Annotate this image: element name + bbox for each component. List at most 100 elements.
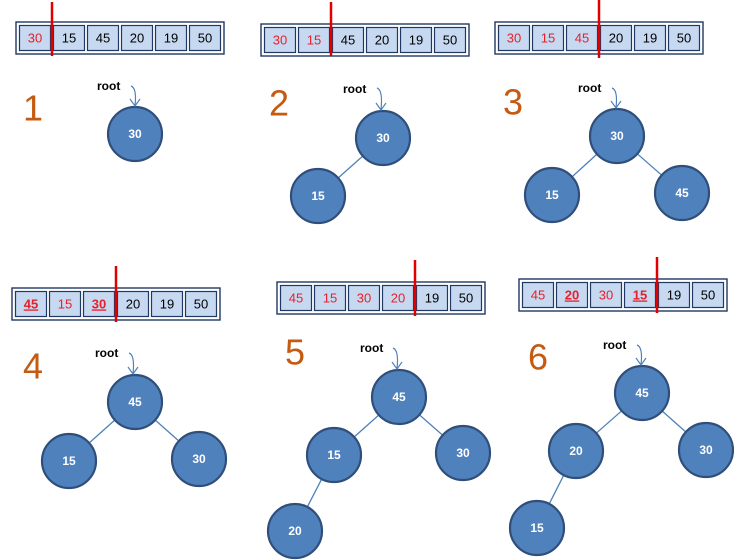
root-pointer-arrow: [130, 85, 137, 107]
node-circle: [653, 164, 711, 222]
array-cell: [86, 24, 120, 52]
node-circle: [523, 166, 581, 224]
arrow-head-icon: [610, 100, 622, 110]
array-cell: [599, 24, 633, 52]
array-cell: [154, 24, 188, 52]
step-number: 6: [528, 337, 548, 378]
array-cell: [381, 284, 415, 312]
node-circle: [588, 107, 646, 165]
array-cell: [365, 26, 399, 54]
root-pointer-arrow: [128, 352, 135, 375]
node-value: 30: [376, 131, 390, 145]
arrow-head-icon: [635, 357, 647, 367]
array-cell-value: 20: [391, 290, 405, 305]
array-cell: [263, 26, 297, 54]
tree-edge: [595, 410, 623, 434]
array-cell: [415, 284, 449, 312]
array-cell-value: 50: [677, 30, 691, 45]
array-cell-value: 30: [92, 296, 106, 311]
node-value: 15: [327, 448, 341, 462]
array-cell-value: 45: [289, 290, 303, 305]
node-value: 45: [128, 395, 142, 409]
tree-edge: [548, 474, 565, 505]
node-value: 30: [699, 443, 713, 457]
array-cell-value: 19: [643, 30, 657, 45]
array-cell: [589, 281, 623, 309]
array-cell: [82, 290, 116, 318]
heap-tree: 30 15 45: [523, 107, 711, 224]
array-cell-value: 50: [701, 287, 715, 302]
array-cell-value: 15: [541, 30, 555, 45]
array-cell-value: 45: [531, 287, 545, 302]
array-cell-value: 30: [599, 287, 613, 302]
array-cell: [116, 290, 150, 318]
arrow-head-icon: [375, 102, 387, 112]
array-cell: [150, 290, 184, 318]
tree-node: 20: [547, 422, 605, 480]
array-cell: [555, 281, 589, 309]
root-pointer-arrow: [636, 344, 643, 366]
array-cell: [667, 24, 701, 52]
node-value: 30: [456, 446, 470, 460]
array-cell: [449, 284, 483, 312]
node-circle: [370, 368, 428, 426]
step-number: 2: [269, 83, 289, 124]
node-value: 30: [192, 452, 206, 466]
node-circle: [40, 432, 98, 490]
node-value: 30: [610, 129, 624, 143]
node-circle: [354, 109, 412, 167]
tree-node: 15: [40, 432, 98, 490]
tree-node: 30: [434, 424, 492, 482]
node-value: 20: [288, 524, 302, 538]
array-cell: [691, 281, 725, 309]
array-cell-value: 19: [164, 30, 178, 45]
array-cell-value: 50: [443, 32, 457, 47]
node-circle: [613, 364, 671, 422]
array-cell: [347, 284, 381, 312]
tree-node: 15: [523, 166, 581, 224]
tree-node: 45: [613, 364, 671, 422]
array-cell-value: 19: [425, 290, 439, 305]
array-cell: [399, 26, 433, 54]
arrow-head-icon: [391, 361, 403, 371]
tree-edge: [88, 419, 116, 444]
array-cell-value: 15: [307, 32, 321, 47]
array-cell-value: 50: [194, 296, 208, 311]
array-cell-value: 30: [507, 30, 521, 45]
array-cell-value: 19: [667, 287, 681, 302]
array-cell-value: 45: [341, 32, 355, 47]
tree-node: 45: [653, 164, 711, 222]
tree-node: 30: [354, 109, 412, 167]
arrow-head-icon: [129, 98, 141, 108]
array-cell-value: 19: [409, 32, 423, 47]
tree-node: 15: [508, 499, 566, 557]
array-cell-value: 15: [58, 296, 72, 311]
array-cell: [497, 24, 531, 52]
array-cell-value: 20: [565, 287, 579, 302]
tree-node: 30: [170, 430, 228, 488]
step-number: 1: [23, 88, 43, 129]
node-circle: [106, 373, 164, 431]
array-cell-value: 15: [323, 290, 337, 305]
tree-edge: [353, 414, 380, 438]
array-cell-value: 30: [273, 32, 287, 47]
root-pointer-arrow: [376, 87, 383, 111]
node-circle: [170, 430, 228, 488]
tree-node: 45: [106, 373, 164, 431]
array-cell: [279, 284, 313, 312]
tree-node: 15: [305, 426, 363, 484]
node-value: 15: [530, 521, 544, 535]
tree-edge: [418, 414, 444, 436]
array-cell: [313, 284, 347, 312]
node-circle: [289, 167, 347, 225]
